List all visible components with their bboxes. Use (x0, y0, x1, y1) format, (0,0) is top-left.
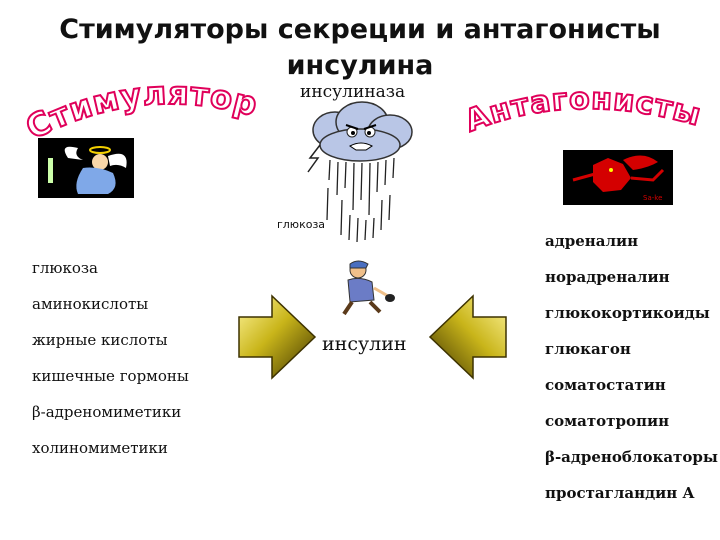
antagonist-item: норадреналин (545, 268, 670, 286)
antagonist-item: адреналин (545, 232, 639, 250)
stimulator-item: кишечные гормоны (32, 367, 189, 385)
svg-text:Стимуляторы: Стимуляторы (25, 80, 262, 147)
antagonist-item: β-адреноблокаторы (545, 448, 718, 466)
devil-icon: Sa-ke (563, 150, 673, 205)
svg-text:Антагонисты: Антагонисты (461, 82, 700, 140)
antagonist-item: простагландин А (545, 484, 695, 502)
stimulators-wordart: Стимуляторы (25, 80, 262, 148)
antagonist-item: соматостатин (545, 376, 666, 394)
right-arrow-icon (238, 294, 317, 380)
antagonist-item: глюкокортикоиды (545, 304, 710, 322)
storm-cloud-icon (307, 101, 413, 243)
svg-text:Sa-ke: Sa-ke (643, 194, 662, 202)
insulinase-label: инсулиназа (300, 82, 406, 102)
stimulators-wordart-text: Стимуляторы (25, 80, 262, 148)
insulin-label: инсулин (322, 333, 407, 355)
antagonist-item: соматотропин (545, 412, 670, 430)
stimulator-item: аминокислоты (32, 295, 149, 313)
antagonist-item: глюкагон (545, 340, 631, 358)
glucose-rain-label: глюкоза (277, 218, 326, 231)
page-title: Стимуляторы секреции и антагонисты (59, 14, 661, 45)
stimulator-item: холиномиметики (32, 439, 168, 457)
running-man-icon (342, 260, 395, 316)
left-arrow-icon (428, 294, 507, 380)
antagonists-wordart: Антагонисты (460, 81, 700, 141)
stimulator-item: β-адреномиметики (32, 403, 182, 421)
angel-icon (38, 138, 134, 198)
stimulator-item: глюкоза (32, 259, 98, 277)
stimulator-item: жирные кислоты (32, 331, 168, 349)
page-title-line2: инсулина (286, 50, 434, 81)
antagonists-wordart-text: Антагонисты (460, 81, 700, 141)
